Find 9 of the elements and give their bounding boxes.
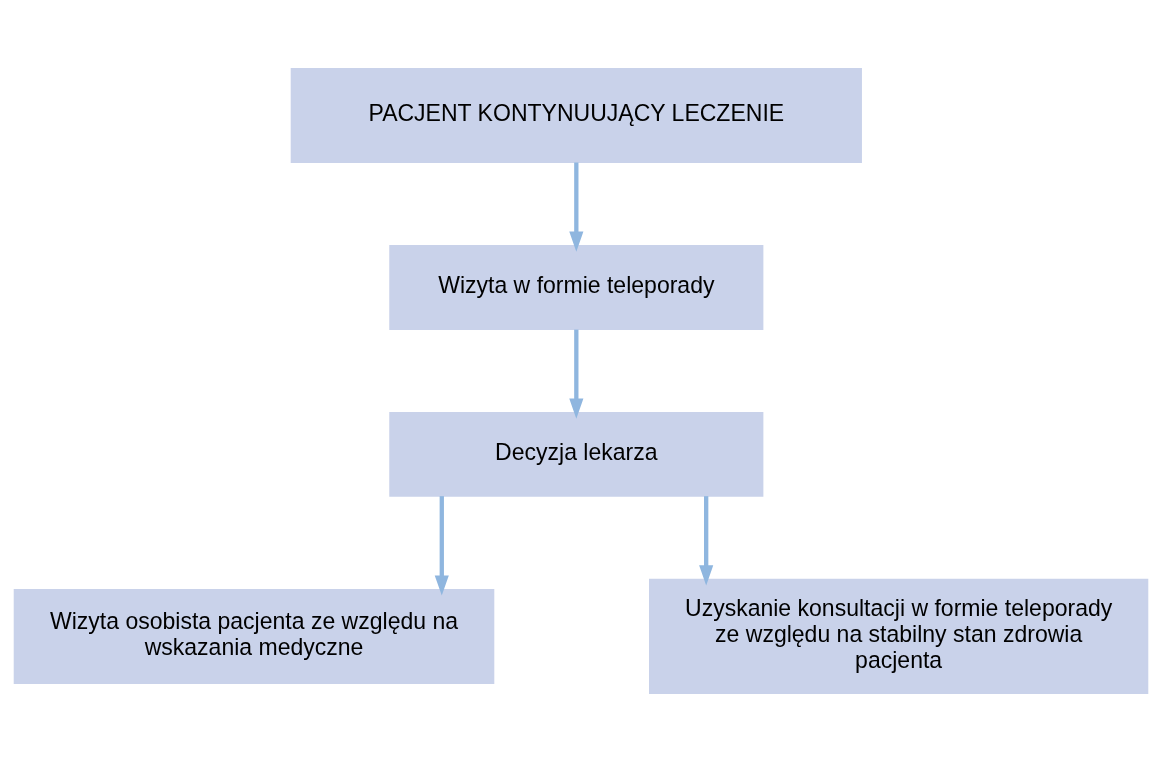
- arrow: [699, 496, 714, 586]
- arrow: [434, 496, 449, 596]
- node-box: Wizyta w formie teleporady: [389, 245, 764, 330]
- arrow: [569, 162, 584, 252]
- node-box: Uzyskanie konsultacji w formie teleporady ze względu na stabilny stan zdrowia pacjenta: [649, 578, 1149, 694]
- node-box: Decyzja lekarza: [389, 411, 764, 497]
- node-box: PACJENT KONTYNUUJĄCY LECZENIE: [290, 68, 862, 163]
- node-box: Wizyta osobista pacjenta ze względu na wskazania medyczne: [13, 588, 495, 684]
- arrow: [569, 329, 584, 419]
